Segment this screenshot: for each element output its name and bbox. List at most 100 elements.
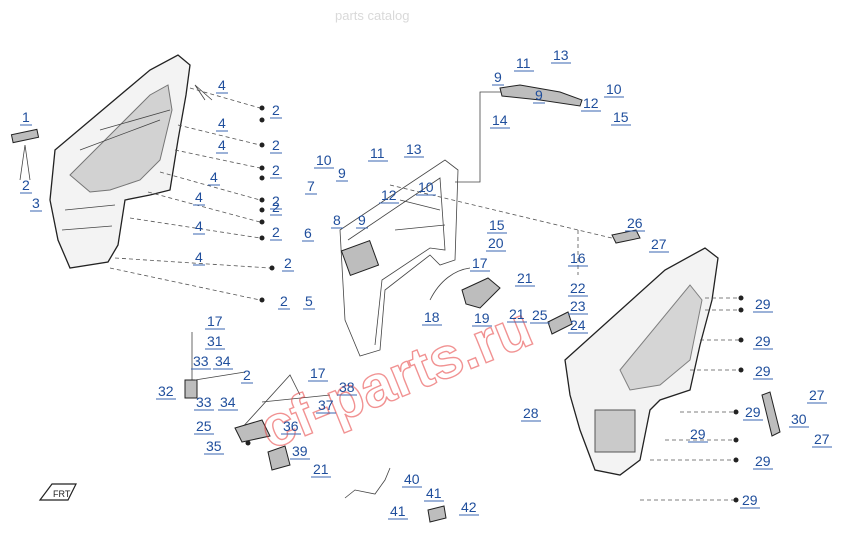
callout-2: 2: [272, 193, 280, 209]
callout-13: 13: [553, 47, 569, 63]
callout-25: 25: [196, 418, 212, 434]
door-frame: [339, 159, 459, 357]
callout-40: 40: [404, 471, 420, 487]
callout-2: 2: [272, 162, 280, 178]
callout-32: 32: [158, 383, 174, 399]
callout-4: 4: [195, 218, 203, 234]
part-30-strap: [761, 391, 781, 437]
callout-15: 15: [489, 217, 505, 233]
callout-14: 14: [492, 112, 508, 128]
callout-2: 2: [280, 293, 288, 309]
callout-8: 8: [333, 212, 341, 228]
right-door-panel: [564, 247, 719, 476]
screw-leaders-right: [640, 295, 744, 503]
callout-9: 9: [358, 212, 366, 228]
axis-line: [389, 184, 621, 241]
callout-11: 11: [516, 55, 531, 71]
callout-21: 21: [313, 461, 329, 477]
callout-9: 9: [494, 69, 502, 85]
callout-4: 4: [195, 189, 203, 205]
callout-22: 22: [570, 280, 586, 296]
callout-28: 28: [523, 405, 539, 421]
callout-2: 2: [243, 367, 251, 383]
callout-29: 29: [755, 333, 771, 349]
left-door-panel: [49, 54, 191, 269]
callout-15: 15: [613, 109, 629, 125]
callout-4: 4: [210, 169, 218, 185]
latch-assembly: [184, 332, 331, 471]
part-26-bracket: [611, 229, 641, 244]
callout-37: 37: [318, 397, 334, 413]
callout-2: 2: [22, 177, 30, 193]
callout-7: 7: [307, 178, 315, 194]
callout-2: 2: [272, 102, 280, 118]
callout-29: 29: [745, 404, 761, 420]
callout-16: 16: [570, 250, 586, 266]
svg-text:FRT: FRT: [53, 489, 71, 499]
callout-35: 35: [206, 438, 222, 454]
callout-9: 9: [535, 87, 543, 103]
callout-2: 2: [272, 137, 280, 153]
callout-1: 1: [22, 109, 30, 125]
callout-17: 17: [207, 313, 223, 329]
callout-41: 41: [390, 503, 406, 519]
callout-34: 34: [215, 353, 231, 369]
latch-handle: [461, 277, 501, 309]
callout-29: 29: [690, 426, 706, 442]
callout-3: 3: [32, 195, 40, 211]
part-1-clip: [10, 128, 40, 144]
callout-25: 25: [532, 307, 548, 323]
watermark-top: parts catalog: [335, 8, 409, 23]
callout-38: 38: [339, 379, 355, 395]
callout-29: 29: [742, 492, 758, 508]
callout-30: 30: [791, 411, 807, 427]
callout-4: 4: [195, 249, 203, 265]
callout-13: 13: [406, 141, 422, 157]
callout-17: 17: [472, 255, 488, 271]
front-direction-arrow: FRT: [38, 483, 77, 501]
callout-33: 33: [193, 353, 209, 369]
callout-33: 33: [196, 394, 212, 410]
callout-24: 24: [570, 317, 586, 333]
callout-18: 18: [424, 309, 440, 325]
callout-27: 27: [814, 431, 830, 447]
callout-4: 4: [218, 115, 226, 131]
part-42: [427, 505, 447, 523]
callout-12: 12: [583, 95, 599, 111]
callout-4: 4: [218, 137, 226, 153]
callout-2: 2: [272, 199, 280, 215]
cable-18: [429, 267, 471, 301]
callout-29: 29: [755, 363, 771, 379]
callout-4: 4: [218, 77, 226, 93]
callout-21: 21: [509, 306, 525, 322]
callout-6: 6: [304, 225, 312, 241]
callout-9: 9: [338, 165, 346, 181]
callout-29: 29: [755, 453, 771, 469]
rod-40: [344, 467, 391, 499]
callout-5: 5: [305, 293, 313, 309]
callout-2: 2: [272, 224, 280, 240]
callout-31: 31: [207, 333, 223, 349]
screw-leaders-left: [19, 84, 275, 303]
watermark-cf-parts: cf-parts.ru: [251, 294, 541, 462]
callout-23: 23: [570, 298, 586, 314]
callout-41: 41: [426, 485, 442, 501]
callout-10: 10: [606, 81, 622, 97]
callout-19: 19: [474, 310, 490, 326]
callout-36: 36: [283, 418, 299, 434]
callout-11: 11: [370, 145, 385, 161]
hinge-top-right: [499, 84, 583, 107]
callout-12: 12: [381, 187, 397, 203]
callout-17: 17: [310, 365, 326, 381]
callout-29: 29: [755, 296, 771, 312]
callout-10: 10: [418, 179, 434, 195]
callout-27: 27: [809, 387, 825, 403]
callout-26: 26: [627, 215, 643, 231]
callout-27: 27: [651, 236, 667, 252]
callout-34: 34: [220, 394, 236, 410]
callout-2: 2: [284, 255, 292, 271]
callout-20: 20: [488, 235, 504, 251]
callout-21: 21: [517, 270, 533, 286]
callout-10: 10: [316, 152, 332, 168]
